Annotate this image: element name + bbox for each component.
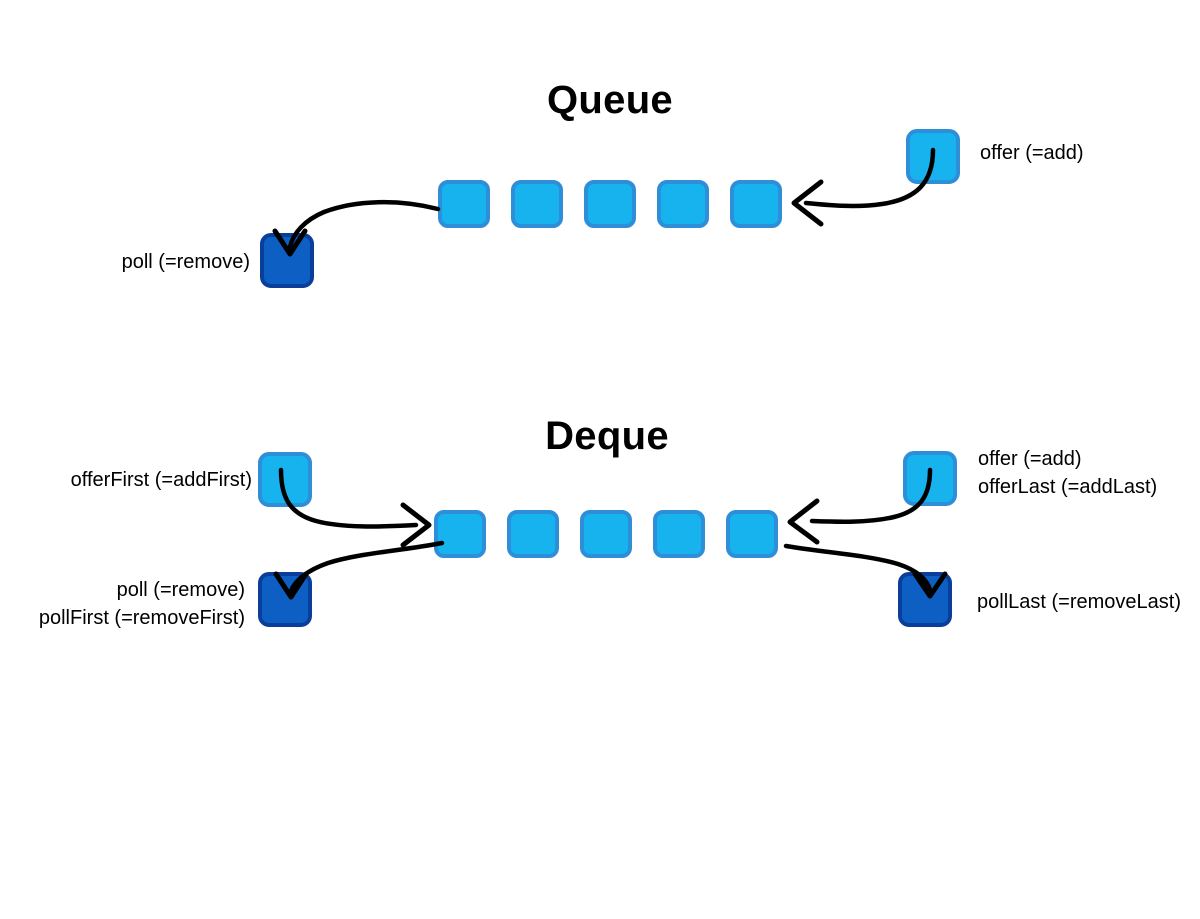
queue-cell [438,180,490,228]
deque-offer-first-label: offerFirst (=addFirst) [70,469,252,491]
deque-cell [434,510,486,558]
deque-poll-first-labels: poll (=remove) pollFirst (=removeFirst) [25,576,245,632]
deque-offer-label: offer (=add) [978,448,1082,470]
deque-cell [580,510,632,558]
queue-poll-square [260,233,314,288]
deque-cell [507,510,559,558]
deque-offer-last-labels: offer (=add) offerLast (=addLast) [978,445,1157,501]
deque-poll-label: poll (=remove) [116,579,245,601]
deque-offer-last-label: offerLast (=addLast) [978,476,1158,498]
deque-cell [653,510,705,558]
queue-cell [730,180,782,228]
queue-poll-label: poll (=remove) [121,251,250,273]
deque-poll-first-label: pollFirst (=removeFirst) [38,607,245,629]
queue-cell [584,180,636,228]
queue-cell [511,180,563,228]
deque-poll-last-square [898,572,952,627]
deque-cell-row [434,510,778,558]
queue-title: Queue [547,78,673,122]
deque-cell [726,510,778,558]
queue-cell-row [438,180,782,228]
deque-title: Deque [545,414,669,458]
queue-offer-square [906,129,960,184]
deque-offer-first-square [258,452,312,507]
deque-offer-last-square [903,451,957,506]
queue-offer-label: offer (=add) [980,142,1084,164]
deque-poll-last-label: pollLast (=removeLast) [977,591,1181,613]
deque-poll-first-square [258,572,312,627]
queue-cell [657,180,709,228]
